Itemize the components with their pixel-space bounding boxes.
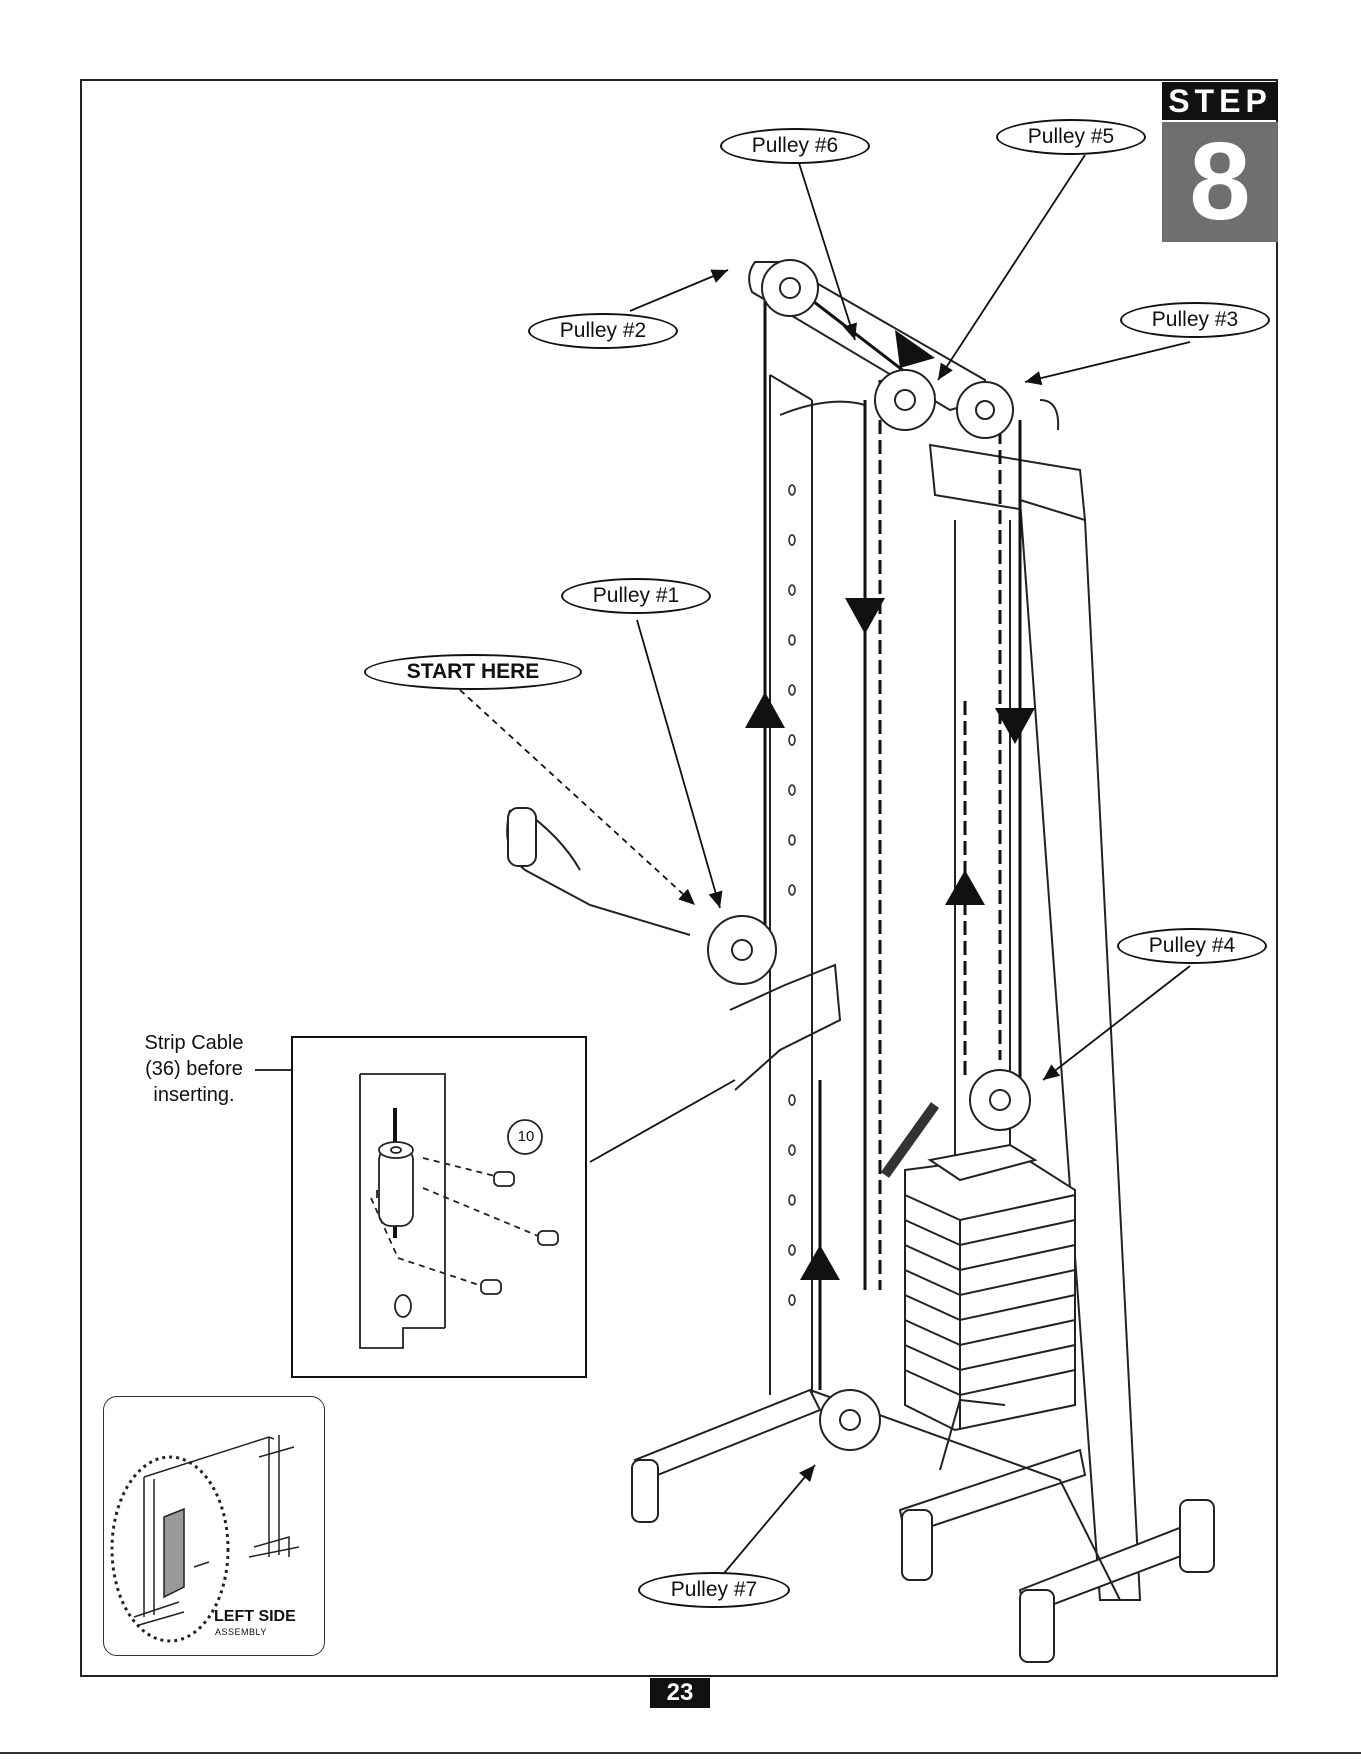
column-holes [789,485,795,1305]
bottom-rule [0,1752,1361,1754]
top-crossbar [930,445,1085,520]
pulley-5-callout: Pulley #5 [996,119,1146,155]
pulley-2-callout: Pulley #2 [528,313,678,349]
strip-cable-note: Strip Cable (36) before inserting. [124,1030,264,1108]
strip-note-line-1: Strip Cable [124,1030,264,1056]
pulley-3-callout: Pulley #3 [1120,302,1270,338]
thumbnail-title: LEFT SIDE [214,1608,296,1626]
start-here-callout: START HERE [364,654,582,690]
pulley-1-callout: Pulley #1 [561,578,711,614]
pulley-7-callout: Pulley #7 [638,1572,790,1608]
step-badge: STEP 8 [1162,82,1278,242]
step-number: 8 [1162,122,1278,242]
pulley-6-callout: Pulley #6 [720,128,870,164]
page-number: 23 [650,1678,710,1708]
part-number-label: 10 [511,1128,541,1145]
weight-stack [905,1145,1075,1430]
right-tube [1020,500,1140,1600]
step-label: STEP [1162,82,1278,120]
selector-pin [885,1105,935,1175]
thumbnail-subtitle: ASSEMBLY [215,1627,267,1637]
strip-note-line-3: inserting. [124,1082,264,1108]
handle [507,808,690,935]
detail-inset-drawing [293,1038,585,1376]
pulley-4-callout: Pulley #4 [1117,928,1267,964]
detail-inset: 10 [291,1036,587,1378]
strip-note-line-2: (36) before [124,1056,264,1082]
